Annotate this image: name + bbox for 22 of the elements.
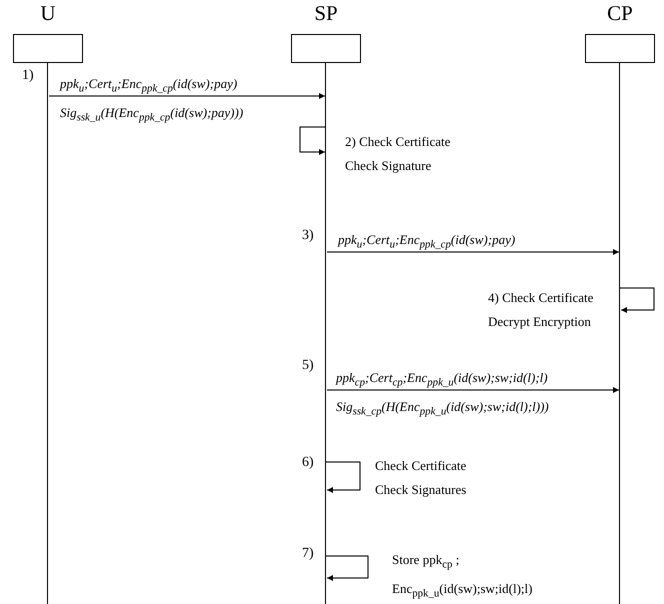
self-message-arrow <box>300 126 326 155</box>
message-label: ppk$_{u}$;Cert$_{u}$;Enc$_{ppk_cp}$(id(sw);pay) Sig$_{ssk_u}$(H(Enc$_{ppk_cp}$(id(sw);pay))) <box>60 75 244 126</box>
participant-name: SP <box>313 0 339 26</box>
step-note: 2) Check Certificate Check Signature <box>345 133 452 175</box>
step-note: Check Certificate Check Signatures <box>375 457 468 499</box>
participant-name: U <box>39 0 57 26</box>
step-number: 6) <box>302 455 314 471</box>
step-note: 4) Check Certificate Decrypt Encryption <box>488 289 594 331</box>
message-arrow <box>48 93 326 99</box>
step-number: 3) <box>302 228 314 244</box>
message-arrow <box>326 387 620 393</box>
participant-name: CP <box>606 0 634 26</box>
message-label: ppk$_{cp}$;Cert$_{cp}$;Enc$_{ppk_u}$(id(sw);sw;id(l);l) Sig$_{ssk_cp}$(H(Enc$_{ppk_u}$(id(sw);sw;id(l);l))) <box>336 369 550 420</box>
step-number: 5) <box>302 358 314 374</box>
step-number: 7) <box>302 546 314 562</box>
step-number: 1) <box>22 68 34 84</box>
self-message-arrow <box>620 288 654 313</box>
message-arrow <box>326 249 620 255</box>
self-message-arrow <box>326 556 368 581</box>
step-note: Store ppk$_{cp}$ ; Enc$_{ppk_u}$(id(sw);sw;id(l);l) <box>392 551 534 602</box>
self-message-arrow <box>326 462 360 493</box>
message-label: ppk$_{u}$;Cert$_{u}$;Enc$_{ppk_cp}$(id(sw);pay) <box>338 231 516 253</box>
